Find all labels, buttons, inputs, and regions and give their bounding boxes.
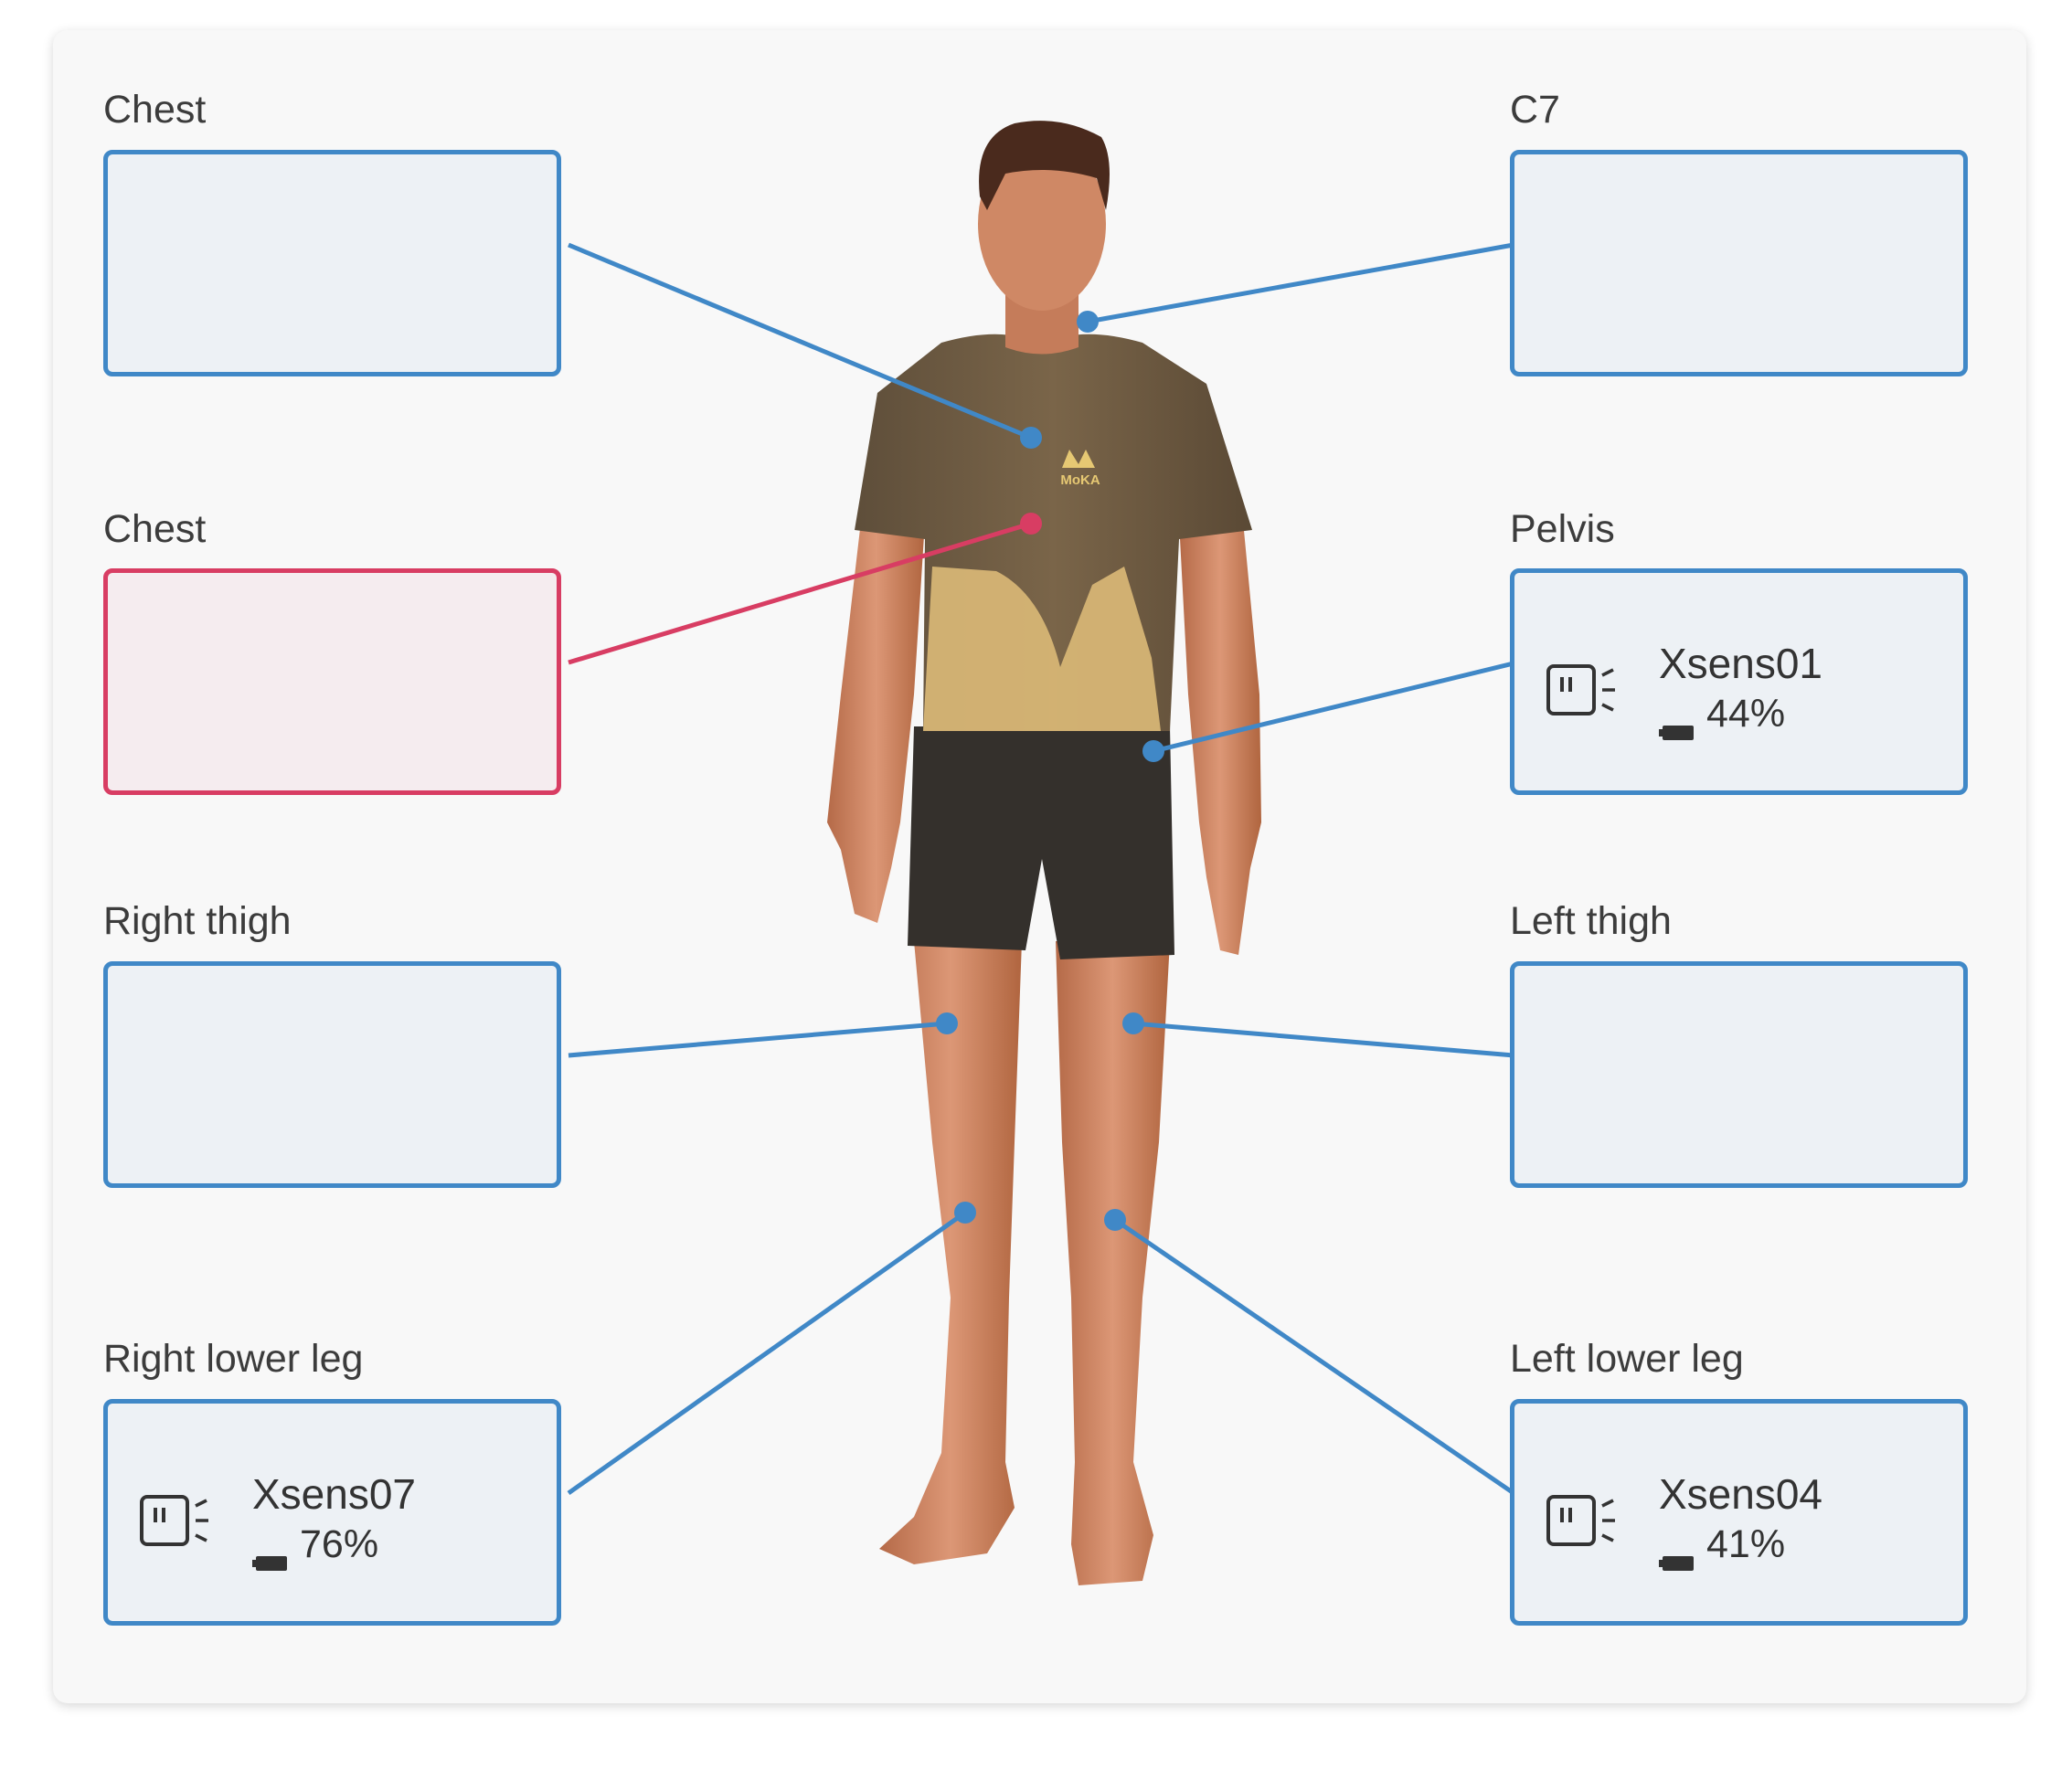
battery-level: 44% — [1706, 692, 1786, 736]
sensor-slot-left-lower-leg[interactable]: Xsens04 41% — [1510, 1399, 1968, 1626]
left-arm — [1179, 521, 1261, 955]
battery-level: 76% — [300, 1522, 379, 1566]
battery-status: 44% — [1659, 692, 1786, 740]
sensor-slot-chest-top[interactable] — [103, 150, 561, 376]
left-leg — [1056, 941, 1170, 1585]
hair — [979, 121, 1110, 210]
sensor-slot-chest-active[interactable] — [103, 568, 561, 795]
body-avatar: MoKA — [827, 121, 1261, 1585]
battery-level: 41% — [1706, 1522, 1786, 1566]
slot-label-left-thigh: Left thigh — [1510, 899, 1672, 943]
slot-label-pelvis: Pelvis — [1510, 507, 1615, 551]
slot-label-left-lower-leg: Left lower leg — [1510, 1337, 1744, 1381]
slot-label-c7: C7 — [1510, 88, 1560, 132]
slot-label-chest-active: Chest — [103, 507, 207, 551]
shirt-logo: MoKA — [1060, 472, 1100, 488]
sensor-slot-pelvis[interactable]: Xsens01 44% — [1510, 568, 1968, 795]
shirt-logo-mark — [1062, 450, 1095, 468]
sensor-name: Xsens07 — [252, 1470, 417, 1518]
sensor-slot-c7[interactable] — [1510, 150, 1968, 376]
battery-icon — [1659, 706, 1694, 740]
battery-icon — [252, 1537, 287, 1571]
battery-status: 41% — [1659, 1522, 1786, 1571]
sensor-slot-left-thigh[interactable] — [1510, 961, 1968, 1188]
battery-status: 76% — [252, 1522, 379, 1571]
sensor-icon — [140, 1495, 208, 1546]
battery-icon — [1659, 1537, 1694, 1571]
slot-label-right-thigh: Right thigh — [103, 899, 292, 943]
sensor-slot-right-lower-leg[interactable]: Xsens07 76% — [103, 1399, 561, 1626]
sensor-name: Xsens01 — [1659, 640, 1823, 687]
slot-label-chest-top: Chest — [103, 88, 207, 132]
slot-label-right-lower-leg: Right lower leg — [103, 1337, 364, 1381]
sensor-icon — [1546, 1495, 1615, 1546]
sensor-name: Xsens04 — [1659, 1470, 1823, 1518]
shorts — [908, 726, 1174, 959]
sensor-icon — [1546, 664, 1615, 715]
sensor-slot-right-thigh[interactable] — [103, 961, 561, 1188]
right-leg — [879, 941, 1022, 1564]
